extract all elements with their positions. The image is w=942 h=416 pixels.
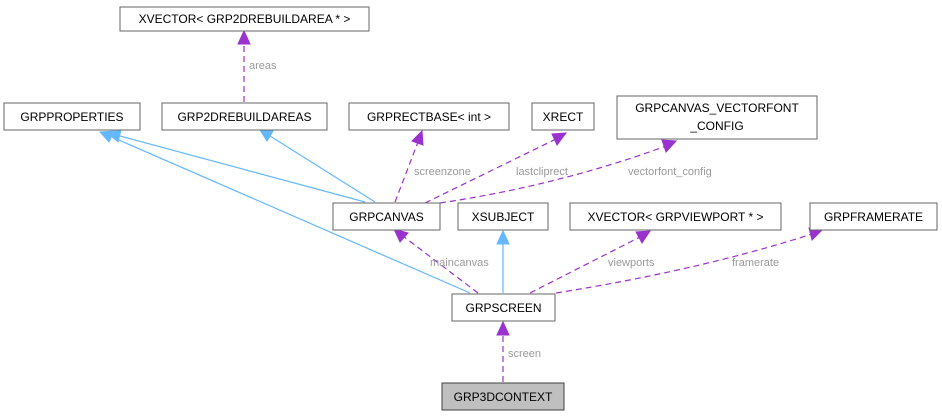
edge-label-viewports: viewports	[608, 257, 655, 269]
svg-text:XSUBJECT: XSUBJECT	[472, 210, 535, 224]
edge-label-maincanvas: maincanvas	[430, 257, 489, 269]
node-grpframerate[interactable]: GRPFRAMERATE	[809, 202, 938, 231]
edge-label-screen: screen	[508, 348, 541, 360]
edge-label-framerate: framerate	[732, 257, 779, 269]
node-xrect[interactable]: XRECT	[531, 102, 595, 131]
svg-text:XVECTOR< GRPVIEWPORT * >: XVECTOR< GRPVIEWPORT * >	[587, 210, 763, 224]
svg-text:XRECT: XRECT	[543, 110, 584, 124]
edge-canvas-rebuildareas	[259, 129, 376, 203]
node-grpscreen[interactable]: GRPSCREEN	[451, 293, 556, 322]
svg-text:GRPCANVAS: GRPCANVAS	[349, 210, 423, 224]
node-grp2drebuildareas[interactable]: GRP2DREBUILDAREAS	[161, 102, 328, 131]
edge-screen-properties	[98, 130, 471, 294]
svg-text:GRP3DCONTEXT: GRP3DCONTEXT	[454, 390, 553, 404]
svg-text:GRP2DREBUILDAREAS: GRP2DREBUILDAREAS	[177, 110, 311, 124]
edge-areas: areas	[237, 29, 277, 102]
edge-vectorfont-config: vectorfont_config	[439, 139, 712, 204]
edge-label-vectorfont-config: vectorfont_config	[628, 166, 712, 178]
node-xsubject[interactable]: XSUBJECT	[457, 202, 549, 231]
node-grprectbase-int[interactable]: GRPRECTBASE< int >	[348, 102, 510, 131]
node-xvector-grp2drebuildarea[interactable]: XVECTOR< GRP2DREBUILDAREA * >	[119, 6, 370, 32]
svg-text:GRPRECTBASE< int >: GRPRECTBASE< int >	[367, 110, 491, 124]
node-grpcanvas-vectorfont-config[interactable]: GRPCANVAS_VECTORFONT _CONFIG	[616, 95, 818, 140]
node-xvector-grpviewport[interactable]: XVECTOR< GRPVIEWPORT * >	[569, 202, 782, 231]
node-grp3dcontext[interactable]: GRP3DCONTEXT	[441, 382, 565, 411]
svg-text:_CONFIG: _CONFIG	[689, 119, 743, 133]
node-grpcanvas[interactable]: GRPCANVAS	[332, 202, 441, 231]
edge-viewports: viewports	[529, 230, 655, 294]
svg-text:GRPCANVAS_VECTORFONT: GRPCANVAS_VECTORFONT	[635, 101, 799, 115]
edge-maincanvas: maincanvas	[393, 228, 489, 294]
edge-screen-xsubject	[496, 229, 510, 293]
node-grpproperties[interactable]: GRPPROPERTIES	[3, 102, 141, 131]
edge-screenzone: screenzone	[394, 129, 471, 203]
edge-label-areas: areas	[249, 60, 277, 72]
edge-framerate: framerate	[555, 227, 825, 294]
edge-screen: screen	[496, 320, 541, 382]
edge-lastcliprect: lastcliprect	[424, 132, 568, 204]
svg-text:XVECTOR< GRP2DREBUILDAREA * >: XVECTOR< GRP2DREBUILDAREA * >	[139, 12, 351, 26]
svg-text:GRPPROPERTIES: GRPPROPERTIES	[20, 110, 123, 124]
edge-label-screenzone: screenzone	[414, 166, 471, 178]
svg-text:GRPSCREEN: GRPSCREEN	[465, 301, 541, 315]
svg-text:GRPFRAMERATE: GRPFRAMERATE	[824, 210, 923, 224]
edge-label-lastcliprect: lastcliprect	[516, 166, 568, 178]
